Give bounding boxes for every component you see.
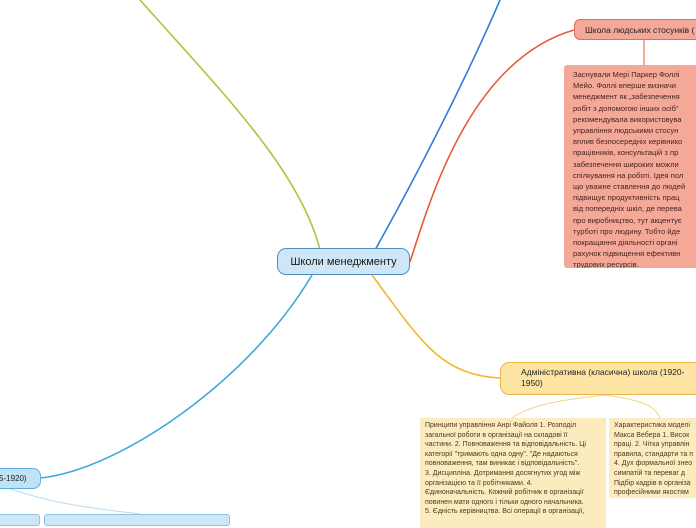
weber-model-text: Характеристика моделі Макса Вебера 1. Ви… (614, 422, 693, 497)
fayol-principles-text: Принципи управління Анрі Файоля 1. Розпо… (425, 422, 586, 516)
human-relations-description-node[interactable]: Заснували Мері Паркер Фоллі Мейо. Фоллі … (564, 65, 696, 268)
classical-child-node-2[interactable] (44, 514, 230, 526)
classical-child-node-1[interactable] (0, 514, 40, 526)
edge-classical (39, 274, 313, 479)
weber-model-node[interactable]: Характеристика моделі Макса Вебера 1. Ви… (609, 418, 696, 498)
human-relations-title: Школа людських стосунків ( (585, 25, 695, 35)
classical-school-node[interactable]: 5-1920) (0, 468, 41, 489)
central-topic[interactable]: Школи менеджменту (277, 248, 410, 275)
edge-weber (604, 394, 661, 419)
classical-school-title: 5-1920) (0, 474, 27, 483)
edge-blue-branch (374, 0, 501, 251)
human-relations-description: Заснували Мері Паркер Фоллі Мейо. Фоллі … (573, 70, 686, 268)
administrative-school-title: Адміністративна (класична) школа (1920- … (521, 367, 685, 388)
fayol-principles-node[interactable]: Принципи управління Анрі Файоля 1. Розпо… (420, 418, 606, 528)
administrative-school-node[interactable]: Адміністративна (класична) школа (1920- … (500, 362, 696, 395)
edge-administrative (371, 274, 501, 379)
central-topic-label: Школи менеджменту (290, 255, 397, 268)
edge-green-branch (139, 0, 321, 251)
edge-human-relations (409, 29, 575, 263)
human-relations-school-node[interactable]: Школа людських стосунків ( (574, 19, 696, 40)
edge-classical-children (9, 488, 141, 515)
edge-fayol (511, 394, 606, 419)
